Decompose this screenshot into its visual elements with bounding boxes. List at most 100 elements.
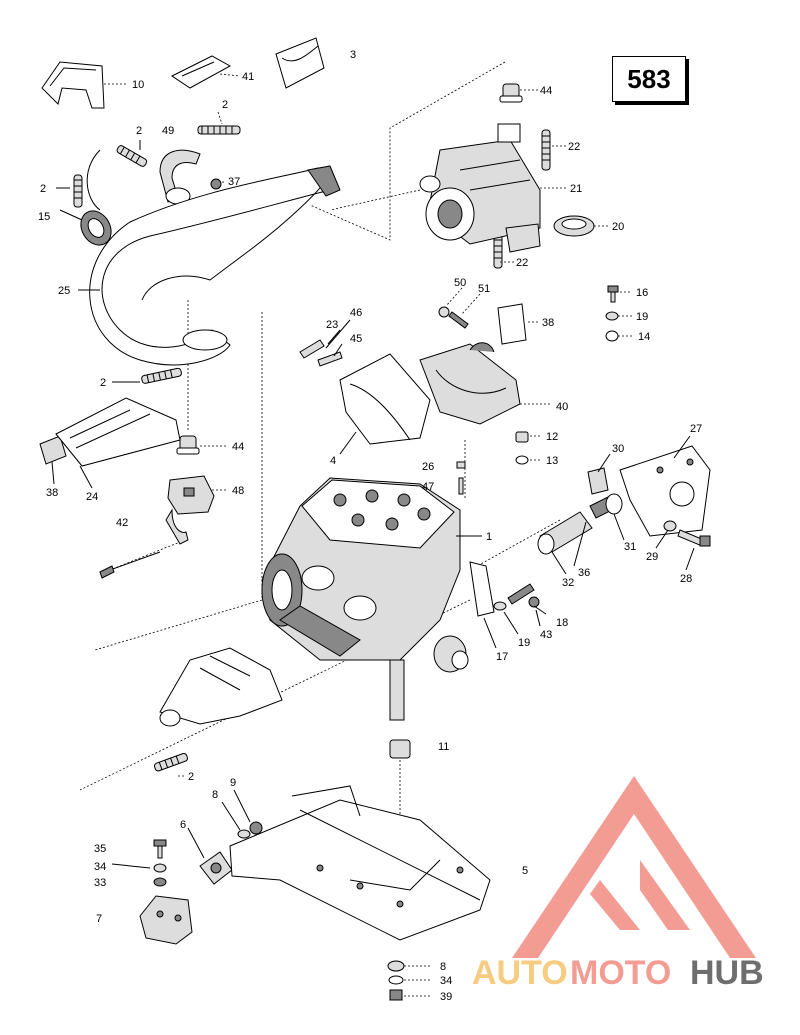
page-reference-number: 583 (627, 63, 671, 94)
nut-part-14 (605, 330, 619, 342)
callout-label: 2 (40, 183, 46, 195)
callout-label: 40 (556, 401, 568, 413)
grommet-part-44-lower (176, 435, 200, 455)
engine-support-part-5 (229, 785, 491, 941)
spring-part-2-left (73, 174, 83, 208)
engine-block-part-1 (261, 477, 469, 721)
bracket-part-17 (469, 561, 495, 617)
callout-label: 42 (116, 517, 128, 529)
mount-plate-part-27 (619, 445, 711, 537)
callout-label: 17 (496, 651, 508, 663)
callout-label: 50 (454, 277, 466, 289)
mount-sleeve-part-32 (537, 511, 593, 555)
watermark-text-moto: MOTO (570, 954, 671, 992)
washer-part-34-left (153, 863, 167, 873)
callout-label: 48 (232, 485, 244, 497)
washer-part-50 (438, 306, 450, 318)
heat-shield-part-10 (41, 61, 105, 109)
spring-part-2-upper-left (116, 145, 148, 167)
bolt-part-18 (507, 583, 535, 605)
callout-label: 16 (636, 287, 648, 299)
callout-label: 22 (568, 141, 580, 153)
nut-part-39 (389, 989, 403, 1001)
callout-label: 20 (612, 221, 624, 233)
callout-label: 1 (486, 531, 492, 543)
spring-part-2-mid (141, 367, 182, 384)
callout-label: 19 (518, 637, 530, 649)
callout-label: 23 (326, 319, 338, 331)
callout-label: 26 (422, 461, 434, 473)
callout-label: 47 (422, 481, 434, 493)
spring-part-22-top (541, 129, 551, 171)
bolt-part-26 (456, 461, 466, 469)
page-reference-box: 583 (612, 56, 686, 102)
callout-label: 12 (546, 431, 558, 443)
nut-part-43 (528, 596, 540, 608)
callout-label: 30 (612, 443, 624, 455)
exhaust-pipe-part-25 (86, 149, 341, 366)
bracket-part-4 (339, 353, 431, 445)
watermark-text-hub: HUB (690, 954, 764, 992)
callout-label: 2 (100, 377, 106, 389)
callout-label: 9 (230, 777, 236, 789)
bolt-part-35 (153, 839, 167, 859)
spring-part-2-bottom (153, 752, 188, 772)
callout-label: 32 (562, 577, 574, 589)
callout-label: 44 (232, 441, 244, 453)
callout-label: 43 (540, 629, 552, 641)
callout-label: 39 (440, 991, 452, 1003)
watermark-inner-mark-icon (590, 860, 690, 930)
callout-label: 41 (242, 71, 254, 83)
washer-part-34-bottom (388, 975, 404, 985)
callout-label: 29 (646, 551, 658, 563)
screw-part-51 (448, 311, 469, 329)
rubber-mount-part-6 (199, 851, 233, 885)
washer-part-29 (663, 520, 677, 532)
callout-label: 36 (578, 567, 590, 579)
callout-label: 34 (440, 975, 452, 987)
spacer-part-11 (389, 739, 411, 759)
bolt-part-47 (458, 477, 464, 495)
washer-part-8-upper (237, 829, 251, 839)
callout-label: 28 (680, 573, 692, 585)
callout-label: 44 (540, 85, 552, 97)
bracket-part-7 (139, 895, 193, 945)
heat-mat-part-24 (55, 397, 181, 467)
callout-label: 37 (228, 176, 240, 188)
ring-clamp-part-20 (505, 215, 595, 253)
spring-group (73, 125, 551, 772)
washer-part-19-top (605, 311, 619, 321)
manifold-support-part-40 (419, 342, 521, 425)
callout-label: 38 (46, 487, 58, 499)
gasket-ring-part-15 (80, 210, 112, 246)
callout-label: 25 (58, 285, 70, 297)
pin-part-23 (299, 339, 325, 359)
callout-label: 34 (94, 861, 106, 873)
watermark-triangle-icon (512, 776, 756, 958)
spacer-part-12 (515, 431, 529, 443)
callout-label: 21 (570, 183, 582, 195)
callout-label: 24 (86, 491, 98, 503)
callout-label: 35 (94, 843, 106, 855)
label-part-38-lower (39, 435, 67, 465)
callout-label: 7 (96, 913, 102, 925)
washer-part-13 (515, 455, 529, 465)
bolt-part-28 (677, 529, 711, 547)
clamp-part-37 (210, 178, 222, 190)
rod-part-42 (99, 508, 189, 579)
callout-label: 6 (180, 819, 186, 831)
callout-label: 4 (330, 455, 336, 467)
callout-label: 46 (350, 307, 362, 319)
callout-label: 27 (690, 423, 702, 435)
muffler-part-21 (419, 123, 541, 245)
curved-shield-part-3 (275, 37, 325, 89)
callout-label: 33 (94, 877, 106, 889)
watermark-text-auto: AUTO (472, 954, 568, 992)
intake-manifold (159, 647, 283, 727)
washer-part-8-bottom (387, 960, 405, 972)
spring-part-2-top (197, 125, 241, 135)
leader-lines (51, 73, 695, 997)
mount-bracket-part-48 (167, 475, 215, 515)
watermark-logo: AUTO MOTO HUB (472, 776, 764, 992)
callout-label: 3 (350, 49, 356, 61)
